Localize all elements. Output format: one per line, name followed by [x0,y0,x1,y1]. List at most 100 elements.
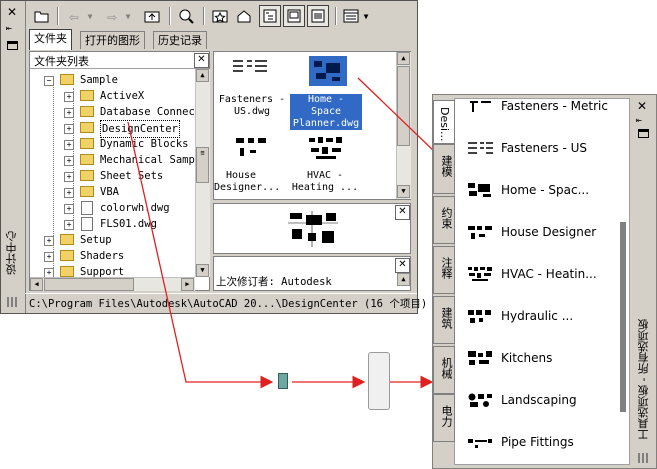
favorites-button[interactable] [209,5,231,27]
tree-item-setup[interactable]: + Setup [44,232,194,248]
expand-icon[interactable]: + [64,92,74,102]
forward-button[interactable]: ⇨ [107,6,117,26]
scroll-left-button[interactable]: ◀ [30,278,43,291]
folder-icon [80,90,94,101]
folder-icon [60,234,74,245]
tree-horizontal-scrollbar[interactable]: ◀ ▶ [30,277,195,291]
close-icon[interactable]: ✕ [7,5,18,19]
auto-hide-icon[interactable]: ⇤ [6,23,13,34]
tab-folders[interactable]: 文件夹 [29,29,72,50]
thumbnail-home-space-planner[interactable]: Home - Space Planner.dwg [290,94,362,130]
expand-icon[interactable]: + [64,108,74,118]
status-bar: C:\Program Files\Autodesk\AutoCAD 20...\… [25,293,427,312]
tree-item-database-connect[interactable]: + Database Connect [64,104,201,120]
expand-icon[interactable]: + [64,204,74,214]
palette-tab-architectural[interactable]: 建筑 [433,296,455,344]
views-button[interactable] [341,5,361,27]
back-button[interactable]: ⇦ [69,6,79,26]
thumbnail-house-designer[interactable]: House Designer... [214,170,281,193]
forward-dropdown-icon[interactable]: ▼ [125,11,131,21]
scroll-down-button[interactable]: ▼ [397,185,410,198]
palette-scrollbar[interactable] [620,222,626,412]
grip-icon[interactable] [7,297,19,307]
tree-item-vba[interactable]: + VBA [64,184,194,200]
scroll-thumb[interactable]: ≡ [196,147,209,183]
hvac-heating-thumbnail-icon[interactable] [308,136,344,162]
tree-item-mechanical-sample[interactable]: + Mechanical Sampl [64,152,201,168]
thumbnail-fasteners-us[interactable]: Fasteners - US.dwg [218,94,286,117]
auto-hide-icon[interactable]: ⇤ [636,115,643,126]
preview-panel: ✕ [213,203,411,254]
description-panel: ✕ 上次修订者: Autodesk ▲ [213,256,411,291]
close-icon[interactable]: ✕ [637,99,648,113]
kitchens-icon [468,351,492,365]
tool-palette-window: Desi... 建模 约束 注释 建筑 机械 电力 ✕ ⇤ 工具选项板 - 所有… [424,92,657,469]
tree-header: 文件夹列表 ✕ [30,52,209,69]
views-dropdown-icon[interactable]: ▼ [363,11,369,21]
scroll-up-button[interactable]: ▲ [196,69,209,82]
close-preview-icon[interactable]: ✕ [395,205,410,220]
tree-item-dynamic-blocks[interactable]: + Dynamic Blocks [64,136,194,152]
design-center-title-strip[interactable]: ✕ ⇤ 设计中心 [1,1,26,313]
palette-tab-electrical[interactable]: 电力 [433,394,455,442]
tree-vertical-scrollbar[interactable]: ▲ ≡ ▼ [195,69,210,277]
expand-icon[interactable]: + [44,252,54,262]
close-description-icon[interactable]: ✕ [395,258,410,273]
grip-icon[interactable] [638,453,650,463]
properties-icon[interactable] [638,129,649,138]
folder-tree-panel: 文件夹列表 ✕ − Sample + ActiveX + Database Co… [29,51,210,291]
tree-item-sample[interactable]: − Sample [44,72,194,88]
scroll-down-button[interactable]: ▼ [196,264,209,277]
scroll-up-button[interactable]: ▲ [397,273,410,286]
scroll-right-button[interactable]: ▶ [181,278,194,291]
home-button[interactable] [233,5,255,27]
palette-tab-design-center[interactable]: Desi... [433,100,455,144]
collapse-icon[interactable]: − [44,76,54,86]
palette-tab-mechanical[interactable]: 机械 [433,346,455,394]
tree-item-colorwh-dwg[interactable]: + colorwh.dwg [64,200,194,216]
house-designer-thumbnail-icon[interactable] [234,136,268,160]
palette-placeholder-box [368,352,390,410]
tool-palette-title-strip[interactable]: ✕ ⇤ 工具选项板 - 所有选项板 [631,95,656,468]
tree-item-fls01-dwg[interactable]: + FLS01.dwg [64,216,194,232]
tree-view-toggle-button[interactable] [259,5,281,27]
scroll-thumb[interactable] [397,66,410,146]
content-vertical-scrollbar[interactable]: ▲ ▼ [396,52,411,199]
folder-icon [80,138,94,149]
palette-tab-constraints[interactable]: 约束 [433,196,455,244]
folder-icon [60,266,74,277]
close-tree-icon[interactable]: ✕ [194,53,209,68]
expand-icon[interactable]: + [64,124,74,134]
fasteners-thumbnail-icon[interactable] [232,58,268,74]
thumbnail-hvac-heating[interactable]: HVAC - Heating ... [291,170,359,193]
tree-item-support[interactable]: + Support [44,264,194,280]
expand-icon[interactable]: + [64,140,74,150]
tree-item-shaders[interactable]: + Shaders [44,248,194,264]
tab-open-drawings[interactable]: 打开的图形 [80,31,145,49]
folder-icon [80,122,94,133]
scroll-h-thumb[interactable] [44,278,134,291]
description-button[interactable] [307,5,329,27]
expand-icon[interactable]: + [64,156,74,166]
expand-icon[interactable]: + [64,188,74,198]
design-center-window: ✕ ⇤ 设计中心 ⇦ ▼ ⇨ ▼ ▼ 文件夹 打开的图形 历史记录 文件夹列表 … [0,0,427,314]
tab-history[interactable]: 历史记录 [153,31,207,49]
tree-item-sheet-sets[interactable]: + Sheet Sets [64,168,194,184]
tree-item-activex[interactable]: + ActiveX [64,88,194,104]
expand-icon[interactable]: + [64,172,74,182]
load-button[interactable] [31,5,53,27]
tree-item-designcenter[interactable]: + DesignCenter [64,120,194,138]
palette-tab-modeling[interactable]: 建模 [433,144,455,194]
folder-icon [80,186,94,197]
scroll-up-button[interactable]: ▲ [397,52,410,65]
folder-open-icon [60,74,74,85]
description-text: 上次修订者: Autodesk [216,276,332,288]
properties-icon[interactable] [7,41,18,50]
expand-icon[interactable]: + [44,236,54,246]
up-folder-button[interactable] [141,5,163,27]
back-dropdown-icon[interactable]: ▼ [87,11,93,21]
preview-button[interactable] [283,5,305,27]
palette-tab-annotation[interactable]: 注释 [433,246,455,294]
expand-icon[interactable]: + [64,220,74,230]
search-button[interactable] [175,5,197,27]
